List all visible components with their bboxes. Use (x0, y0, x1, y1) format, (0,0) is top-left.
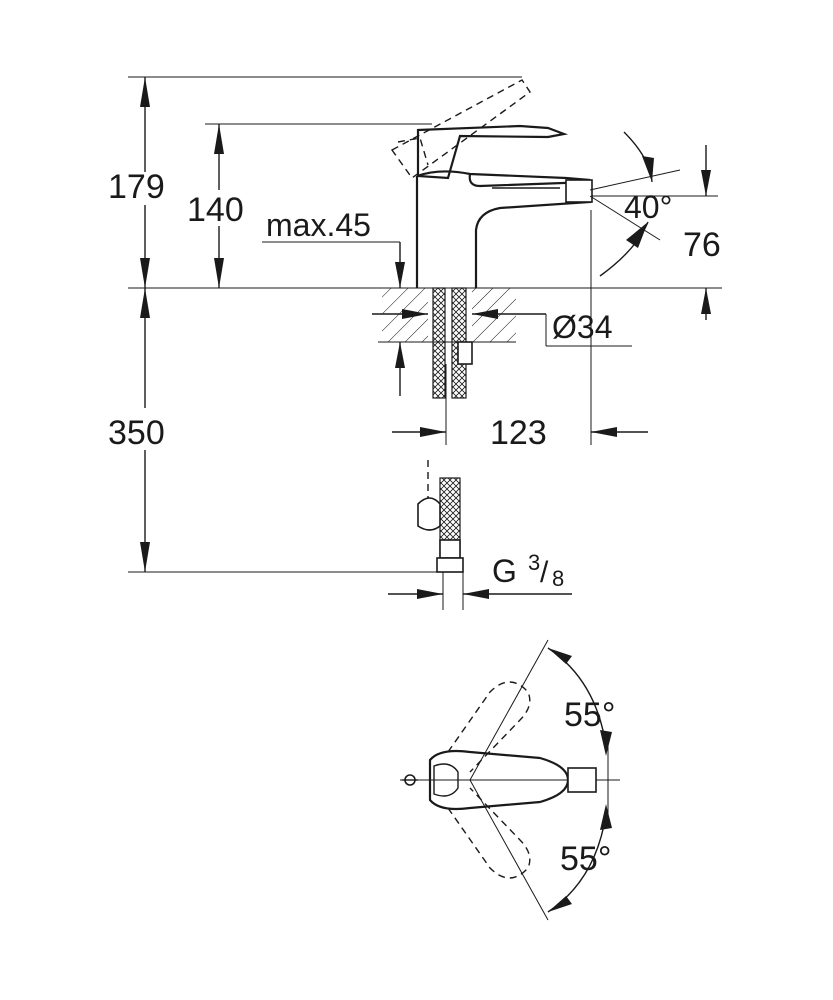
dim-label-max45: max.45 (266, 207, 371, 243)
dim-label-55-top: 55° (564, 696, 615, 734)
dim-label-diameter: Ø34 (552, 309, 612, 345)
dim-140 (214, 124, 224, 288)
dim-label-179: 179 (108, 168, 165, 206)
dim-label-140: 140 (187, 191, 244, 229)
dim-label-350: 350 (108, 414, 165, 452)
dim-connection (388, 572, 572, 610)
dim-label-76: 76 (683, 226, 721, 264)
dim-label-g-slash: / (540, 556, 549, 589)
dim-76 (701, 145, 711, 320)
faucet-side-view (390, 79, 593, 573)
dim-label-40: 40° (624, 189, 672, 225)
dim-label-55-bottom: 55° (560, 840, 611, 878)
dim-diameter (372, 309, 632, 347)
dim-350 (140, 288, 150, 572)
dim-123 (392, 210, 648, 445)
dim-label-123: 123 (490, 414, 547, 452)
faucet-top-view (400, 639, 620, 921)
dim-label-g-den: 8 (552, 566, 564, 591)
dim-label-g: G (492, 553, 517, 589)
dim-angle-40 (589, 131, 681, 277)
dim-179 (140, 77, 150, 288)
dim-label-g-num: 3 (528, 550, 540, 575)
